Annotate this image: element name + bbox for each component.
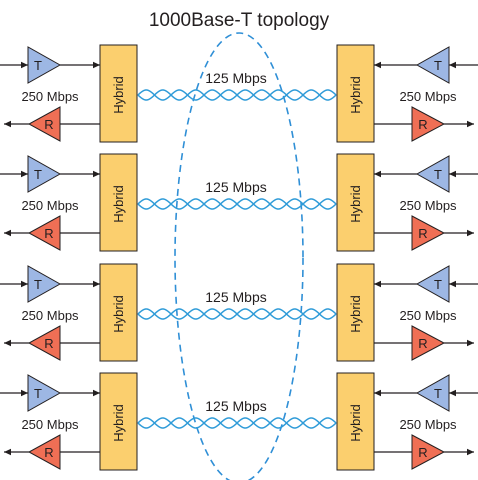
left-hybrid-box: [99, 153, 138, 252]
left-transmit-label: T: [34, 386, 42, 401]
left-hybrid-box: [99, 372, 138, 471]
right-receive-amplifier: [411, 434, 446, 470]
left-transmit-amplifier: [27, 46, 62, 84]
left-rate-label: 250 Mbps: [21, 308, 79, 323]
left-transmit-amplifier: [27, 374, 62, 412]
left-receive-amplifier: [27, 434, 61, 470]
right-hybrid-box: [336, 372, 375, 471]
left-transmit-label: T: [34, 277, 42, 292]
left-receive-label: R: [44, 117, 53, 132]
right-rate-label: 250 Mbps: [399, 89, 457, 104]
right-receive-amplifier: [411, 215, 446, 251]
right-transmit-label: T: [434, 386, 442, 401]
left-receive-amplifier: [27, 106, 61, 142]
center-rate-label: 125 Mbps: [205, 70, 266, 86]
left-receive-label: R: [44, 445, 53, 460]
left-rate-label: 250 Mbps: [21, 89, 79, 104]
right-transmit-amplifier: [415, 155, 450, 193]
pair-bundle-ellipse: [174, 32, 304, 480]
left-hybrid-label: Hybrid: [111, 185, 126, 223]
right-receive-label: R: [418, 336, 427, 351]
right-transmit-amplifier: [415, 265, 450, 303]
center-rate-label: 125 Mbps: [205, 179, 266, 195]
right-rate-label: 250 Mbps: [399, 308, 457, 323]
center-rate-label: 125 Mbps: [205, 398, 266, 414]
left-receive-label: R: [44, 336, 53, 351]
left-hybrid-box: [99, 263, 138, 362]
left-transmit-amplifier: [27, 265, 62, 303]
left-rate-label: 250 Mbps: [21, 417, 79, 432]
right-hybrid-box: [336, 263, 375, 362]
left-hybrid-label: Hybrid: [111, 76, 126, 114]
right-receive-label: R: [418, 226, 427, 241]
twisted-pair-wire-b: [137, 89, 337, 101]
right-receive-amplifier: [411, 106, 446, 142]
right-receive-amplifier: [411, 325, 446, 361]
right-hybrid-label: Hybrid: [348, 295, 363, 333]
left-receive-label: R: [44, 226, 53, 241]
left-hybrid-label: Hybrid: [111, 404, 126, 442]
right-hybrid-box: [336, 153, 375, 252]
left-rate-label: 250 Mbps: [21, 198, 79, 213]
right-transmit-label: T: [434, 167, 442, 182]
left-hybrid-box: [99, 44, 138, 143]
left-receive-amplifier: [27, 215, 61, 251]
right-rate-label: 250 Mbps: [399, 198, 457, 213]
twisted-pair-wire-b: [137, 198, 337, 210]
left-transmit-label: T: [34, 167, 42, 182]
center-rate-label: 125 Mbps: [205, 289, 266, 305]
right-rate-label: 250 Mbps: [399, 417, 457, 432]
twisted-pair-wire-b: [137, 417, 337, 429]
right-transmit-label: T: [434, 58, 442, 73]
left-transmit-amplifier: [27, 155, 62, 193]
right-receive-label: R: [418, 445, 427, 460]
right-hybrid-label: Hybrid: [348, 185, 363, 223]
right-transmit-amplifier: [415, 374, 450, 412]
right-transmit-label: T: [434, 277, 442, 292]
right-hybrid-box: [336, 44, 375, 143]
left-transmit-label: T: [34, 58, 42, 73]
left-receive-amplifier: [27, 325, 61, 361]
right-hybrid-label: Hybrid: [348, 76, 363, 114]
right-receive-label: R: [418, 117, 427, 132]
twisted-pair-wire-b: [137, 308, 337, 320]
diagram-title: 1000Base-T topology: [149, 10, 330, 31]
left-hybrid-label: Hybrid: [111, 295, 126, 333]
right-hybrid-label: Hybrid: [348, 404, 363, 442]
right-transmit-amplifier: [415, 46, 450, 84]
